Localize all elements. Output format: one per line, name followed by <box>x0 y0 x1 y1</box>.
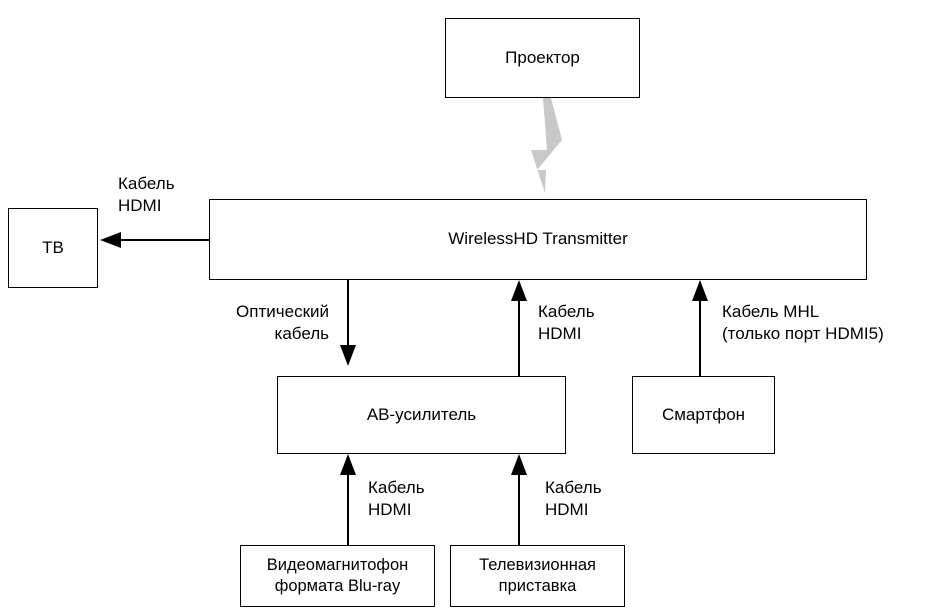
arrowhead-av-amp <box>340 345 356 366</box>
bluray-box: Видеомагнитофон формата Blu-ray <box>240 545 435 607</box>
transmitter-box: WirelessHD Transmitter <box>209 199 867 280</box>
tv-box: ТВ <box>8 208 98 288</box>
optical-cable-label: Оптический кабель <box>236 301 329 345</box>
arrowhead-transmitter-from-smartphone <box>692 280 708 301</box>
av-amp-box: АВ-усилитель <box>277 376 566 454</box>
mhl-cable-label-line2: (только порт HDMI5) <box>722 324 884 343</box>
tv-label: ТВ <box>42 237 64 257</box>
projector-box: Проектор <box>445 18 640 98</box>
bluray-cable-label: Кабель HDMI <box>368 477 425 521</box>
av-amp-label: АВ-усилитель <box>366 404 477 424</box>
settop-label-line2: приставка <box>498 577 577 595</box>
arrowhead-tv <box>100 232 121 248</box>
bluray-cable-label-line1: Кабель <box>368 478 425 497</box>
bluray-label-line1: Видеомагнитофон <box>266 556 409 575</box>
projector-label: Проектор <box>505 47 580 67</box>
transmitter-label: WirelessHD Transmitter <box>448 229 628 249</box>
amp-hdmi-cable-label-line1: Кабель <box>538 302 595 321</box>
settop-cable-label-line1: Кабель <box>545 478 602 497</box>
smartphone-label: Смартфон <box>661 404 746 424</box>
bluray-cable-label-line2: HDMI <box>368 500 412 519</box>
mhl-cable-label: Кабель MHL (только порт HDMI5) <box>722 301 884 345</box>
wireless-link-icon <box>531 98 562 193</box>
settop-label-line1: Телевизионная <box>479 556 596 575</box>
settop-cable-label-line2: HDMI <box>545 500 589 519</box>
arrowhead-av-amp-from-bluray <box>340 454 356 475</box>
optical-cable-label-line2: кабель <box>274 324 329 343</box>
amp-hdmi-cable-label: Кабель HDMI <box>538 301 595 345</box>
amp-hdmi-cable-label-line2: HDMI <box>538 324 582 343</box>
tv-cable-label-line2: HDMI <box>118 196 162 215</box>
arrowhead-transmitter-from-amp <box>511 280 527 301</box>
tv-cable-label-line1: Кабель <box>118 174 175 193</box>
smartphone-box: Смартфон <box>632 376 775 454</box>
optical-cable-label-line1: Оптический <box>236 302 329 321</box>
settop-box: Телевизионная приставка <box>450 545 625 607</box>
settop-cable-label: Кабель HDMI <box>545 477 602 521</box>
bluray-label-line2: формата Blu-ray <box>274 577 401 595</box>
arrowhead-av-amp-from-settop <box>511 454 527 475</box>
tv-cable-label: Кабель HDMI <box>118 173 175 217</box>
mhl-cable-label-line1: Кабель MHL <box>722 302 820 321</box>
